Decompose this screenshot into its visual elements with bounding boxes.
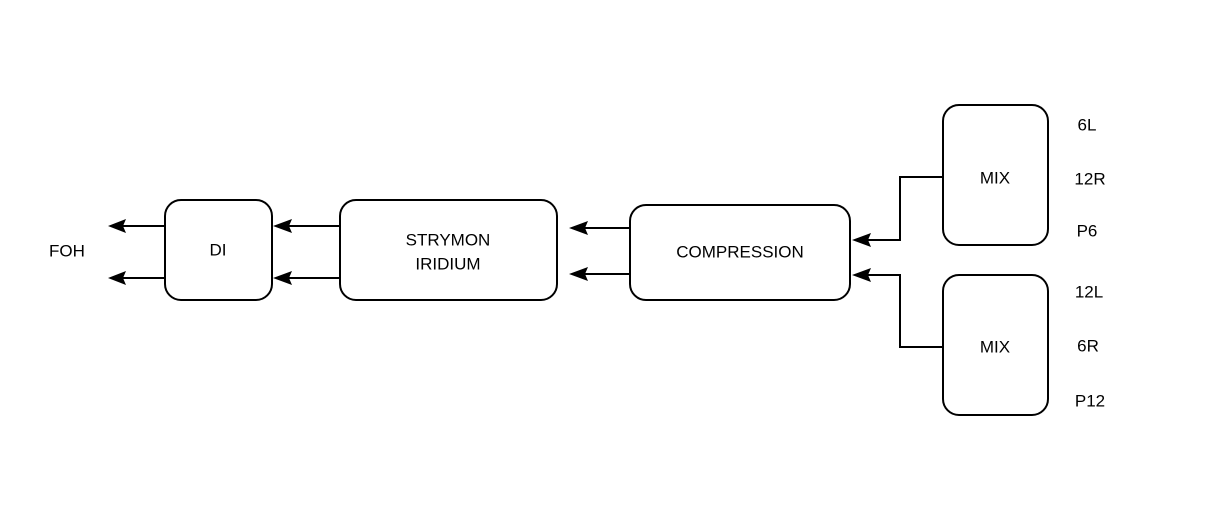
node-mix-bottom-label: MIX	[980, 337, 1010, 356]
side-label-6r: 6R	[1077, 336, 1099, 355]
node-compression[interactable]: COMPRESSION	[629, 204, 851, 301]
connection-compression-to-strymon-top	[569, 221, 630, 235]
connection-mix-top-to-compression	[852, 176, 943, 247]
node-di-box[interactable]	[164, 199, 273, 301]
side-label-12r: 12R	[1074, 169, 1105, 188]
node-di[interactable]: DI	[164, 199, 273, 301]
node-compression-label: COMPRESSION	[676, 242, 804, 261]
node-mix-top-box[interactable]	[942, 104, 1049, 246]
side-label-6l: 6L	[1078, 115, 1097, 134]
side-label-12l: 12L	[1075, 282, 1103, 301]
connection-compression-to-strymon-bottom	[569, 267, 630, 281]
node-mix-top[interactable]: MIX	[942, 104, 1049, 246]
node-di-label: DI	[210, 240, 227, 259]
node-strymon-iridium-label-line2: IRIDIUM	[415, 254, 480, 273]
node-mix-top-label: MIX	[980, 168, 1010, 187]
endpoint-label-foh: FOH	[49, 241, 85, 260]
node-strymon-iridium[interactable]: STRYMON IRIDIUM	[339, 199, 558, 301]
node-mix-bottom-box[interactable]	[942, 274, 1049, 416]
connection-mix-bottom-to-compression	[852, 268, 943, 348]
node-mix-bottom[interactable]: MIX	[942, 274, 1049, 416]
connection-di-to-foh-bottom	[108, 271, 165, 285]
node-compression-box[interactable]	[629, 204, 851, 301]
connection-strymon-to-di-bottom	[273, 271, 340, 285]
connection-di-to-foh-top	[108, 219, 165, 233]
side-label-p6: P6	[1077, 221, 1098, 240]
side-label-p12: P12	[1075, 391, 1105, 410]
connection-strymon-to-di-top	[273, 219, 340, 233]
node-strymon-iridium-box[interactable]	[339, 199, 558, 301]
node-strymon-iridium-label-line1: STRYMON	[406, 230, 491, 249]
